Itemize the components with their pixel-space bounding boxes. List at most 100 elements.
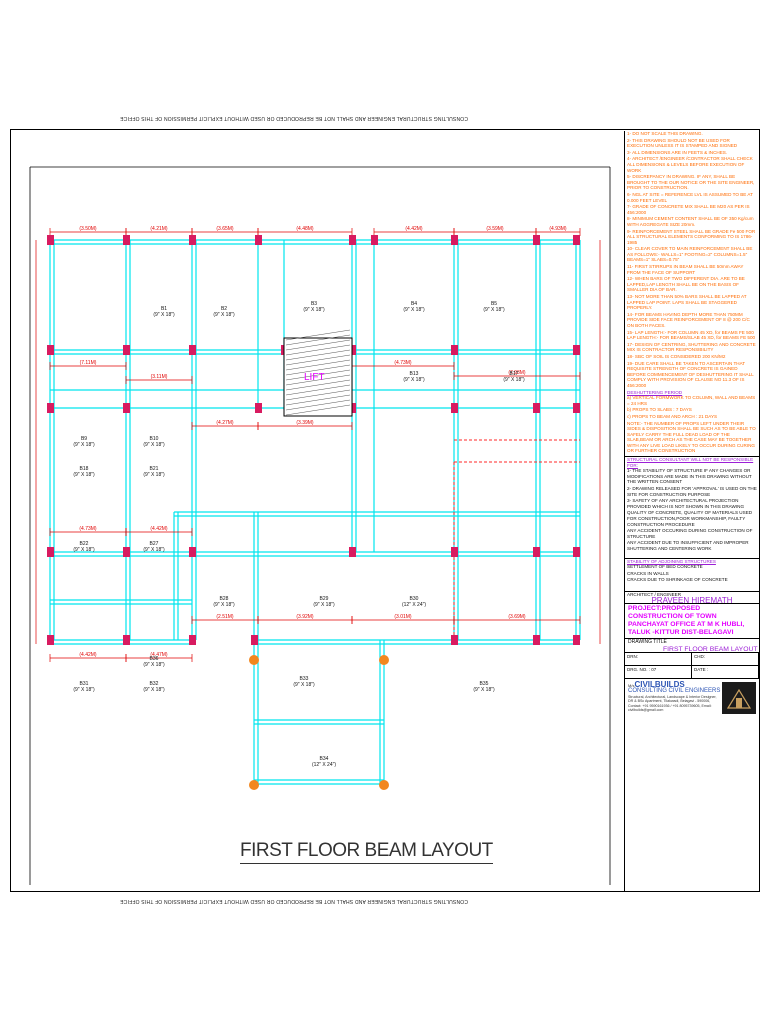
hatch-line bbox=[285, 339, 351, 351]
consultant-note-5: ANY ACCIDENT OCCURING DURING CONSTRUCTIO… bbox=[627, 528, 753, 539]
lift-box bbox=[283, 337, 353, 417]
general-note-3: 3- ALL DIMENSIONS ARE IN FEETS & INCHES. bbox=[627, 149, 728, 155]
deshuttering-title: DESHUTTERING PERIOD bbox=[627, 389, 683, 395]
hatch-line bbox=[285, 389, 351, 401]
beam-layout-plan: (3.50M)(4.21M)(3.65M)(4.48M)(4.42M)(3.59… bbox=[29, 166, 611, 885]
beam-size: (9" X 18") bbox=[503, 377, 525, 383]
title-block: ARCHITECT / ENGINEER PRAVEEN HIREMATH PR… bbox=[625, 590, 759, 717]
general-note-8: 8- MINIMUM CEMENT CONTENT SHALL BE OF 35… bbox=[627, 216, 754, 227]
designer-name: PRAVEEN HIREMATH bbox=[651, 595, 733, 605]
consultant-note-2: 2- DRAWING RELEASED FOR 'APPROVAL' IS US… bbox=[627, 486, 757, 497]
company-address: Structural, Architectural, Landscape & I… bbox=[628, 694, 717, 713]
dimension-label: (4.47M) bbox=[150, 652, 168, 658]
column-marker bbox=[47, 403, 54, 413]
beam-id: B5 bbox=[491, 301, 497, 307]
hatch-line bbox=[285, 369, 351, 381]
column-marker bbox=[573, 635, 580, 645]
lift-label: LIFT bbox=[304, 372, 325, 383]
beam-size: (9" X 18") bbox=[153, 312, 175, 318]
beam-id: B33 bbox=[300, 676, 309, 682]
general-note-12: 12- WHEN BARS OF TWO DIFFERENT DIA. ARE … bbox=[627, 276, 745, 293]
general-note-4: 4- ARCHITECT /ENGINEER /CONTRACTOR SHALL… bbox=[627, 156, 753, 173]
pile-markers bbox=[249, 655, 389, 790]
margin-note-top: CONSULTING STRUCTURAL ENGINEER AND SHALL… bbox=[120, 115, 468, 121]
beam-size: (9" X 18") bbox=[143, 662, 165, 668]
beam-id: B10 bbox=[150, 436, 159, 442]
beam-id: B34 bbox=[320, 756, 329, 762]
consultant-title: STRUCTURAL CONSULTANT WILL NOT BE RESPON… bbox=[625, 456, 759, 468]
column-marker bbox=[533, 547, 540, 557]
logo-icon bbox=[726, 689, 752, 709]
column-marker bbox=[47, 345, 54, 355]
beam-size: (9" X 18") bbox=[143, 547, 165, 553]
column-marker bbox=[451, 403, 458, 413]
dimension-label: (4.73M) bbox=[79, 526, 97, 532]
general-note-15: 15- LAP LENGTH:- FOR COLUMN 45 XD, for B… bbox=[627, 329, 756, 341]
general-note-14: 14- FOR BEAMS HAVING DEPTH MORE THAN 750… bbox=[627, 311, 750, 328]
general-note-6: 6- NGL AT SITE = REFERENCE LVL IS ASSUME… bbox=[627, 191, 753, 203]
lift-shaft: LIFT bbox=[283, 329, 353, 417]
column-marker bbox=[189, 235, 196, 245]
consultant-note-3: 3- SAFETY OF ANY ARCHITECTURAL PROJECTIO… bbox=[627, 498, 745, 509]
beam-id: B27 bbox=[150, 541, 159, 547]
deshuttering-note-1: a) VERTICAL FORMWORK TO COLUMN, WALL AND… bbox=[627, 395, 756, 406]
drawing-title: FIRST FLOOR BEAM LAYOUT bbox=[240, 840, 493, 864]
column-marker bbox=[573, 547, 580, 557]
drn-label: DRN: bbox=[625, 653, 692, 666]
hatch-line bbox=[285, 334, 351, 346]
general-note-5: 5- DISCREPANCY IN DRAWING. IF ANY, SHALL… bbox=[627, 174, 755, 191]
drawing-title-label: DRAWING TITLE bbox=[625, 638, 759, 647]
column-marker bbox=[533, 635, 540, 645]
beam-size: (9" X 18") bbox=[403, 377, 425, 383]
column-marker bbox=[123, 403, 130, 413]
dimension-label: (3.50M) bbox=[79, 226, 97, 232]
beam-id: B32 bbox=[150, 681, 159, 687]
general-note-7: 7- GRADE OF CONCRETE MIX SHALL BE M20 AS… bbox=[627, 204, 750, 215]
beam-labels-layer: B1(9" X 18")B2(9" X 18")B3(9" X 18")B4(9… bbox=[73, 301, 525, 768]
hatch-line bbox=[285, 344, 351, 356]
general-note-9: 9- REINFORCEMENT STEEL SHALL BE GRADE Fe… bbox=[627, 228, 756, 245]
lift-hatch bbox=[285, 329, 351, 416]
beam-size: (9" X 18") bbox=[73, 442, 95, 448]
beam-size: (9" X 18") bbox=[143, 472, 165, 478]
beam-size: (9" X 18") bbox=[73, 547, 95, 553]
column-marker bbox=[189, 547, 196, 557]
dimension-label: (4.42M) bbox=[405, 226, 423, 232]
project-name: PROJECT:PROPOSED CONSTRUCTION OF TOWN PA… bbox=[625, 603, 759, 638]
hatch-line bbox=[285, 364, 351, 376]
beam-id: B13 bbox=[410, 371, 419, 377]
column-marker bbox=[47, 635, 54, 645]
beam-id: B28 bbox=[220, 596, 229, 602]
dimension-label: (3.11M) bbox=[151, 374, 168, 380]
drg-label: DRG. NO. : 07 bbox=[625, 666, 692, 679]
beam-id: B30 bbox=[410, 596, 419, 602]
general-note-10: 10- CLEAR COVER TO MAIN REINFORCEMENT SH… bbox=[627, 246, 753, 263]
beam-id: B18 bbox=[80, 466, 89, 472]
dimension-label: (4.27M) bbox=[216, 420, 234, 426]
dimension-label: (7.11M) bbox=[80, 360, 97, 366]
general-notes-list: 1- DO NOT SCALE THIS DRAWING.2- THIS DRA… bbox=[625, 131, 759, 389]
column-marker bbox=[255, 235, 262, 245]
dimension-label: (4.42M) bbox=[79, 652, 97, 658]
dimensions-layer: (3.50M)(4.21M)(3.65M)(4.48M)(4.42M)(3.59… bbox=[35, 226, 601, 662]
dimension-label: (2.51M) bbox=[216, 614, 234, 620]
date-label: DATE : bbox=[692, 666, 759, 679]
drg-row: DRG. NO. : 07 DATE : bbox=[625, 665, 759, 679]
beam-size: (9" X 18") bbox=[73, 472, 95, 478]
general-note-1: 1- DO NOT SCALE THIS DRAWING. bbox=[627, 131, 703, 136]
dimension-label: (4.21M) bbox=[150, 226, 168, 232]
dimension-label: (3.92M) bbox=[296, 614, 314, 620]
adjoining-note-2: CRACKS IN WALLS bbox=[627, 570, 669, 576]
beam-id: B4 bbox=[411, 301, 417, 307]
hatch-line bbox=[285, 384, 351, 396]
adjoining-note-1: SETTLEMENT OF BED CONCRETE bbox=[627, 564, 703, 570]
column-marker bbox=[533, 403, 540, 413]
hatch-line bbox=[285, 349, 351, 361]
company-block: M/sCIVILBUILDS CONSULTING CIVIL ENGINEER… bbox=[625, 678, 759, 717]
column-marker bbox=[255, 403, 262, 413]
company-name: CIVILBUILDS bbox=[634, 680, 685, 690]
beam-id: B3 bbox=[311, 301, 317, 307]
column-marker bbox=[47, 235, 54, 245]
notes-panel: 1- DO NOT SCALE THIS DRAWING.2- THIS DRA… bbox=[624, 131, 759, 891]
